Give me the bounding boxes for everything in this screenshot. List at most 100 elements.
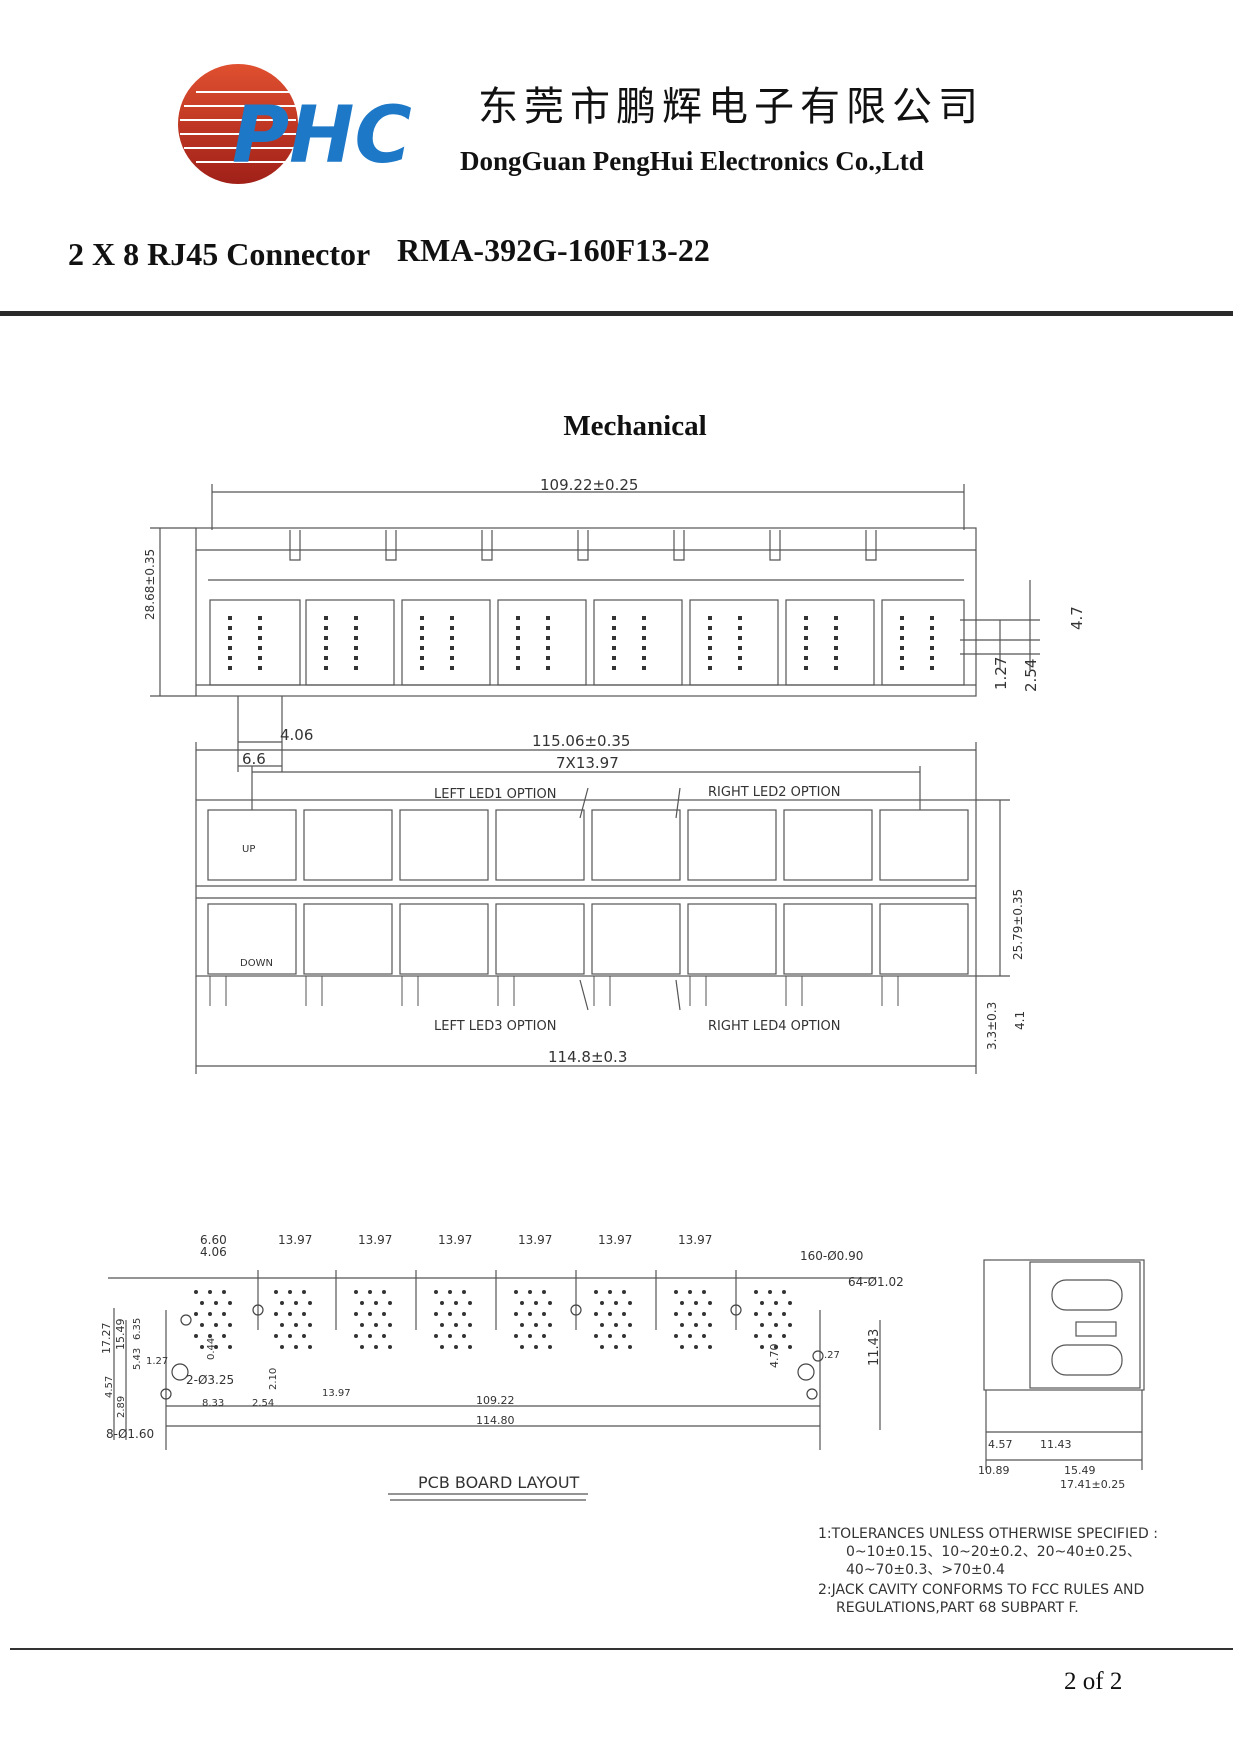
pcb-pin-hole: [302, 1312, 306, 1316]
pcb-pin-hole: [274, 1312, 278, 1316]
pcb-pin-hole: [434, 1334, 438, 1338]
front-contact: [546, 636, 550, 640]
pcb-pin-hole: [374, 1345, 378, 1349]
pcb-dim-543: 5.43: [132, 1348, 143, 1370]
pcb-pin-hole: [208, 1290, 212, 1294]
company-name-chinese: 东莞市鹏辉电子有限公司: [478, 84, 984, 130]
front-contact: [258, 626, 262, 630]
front-contact: [612, 626, 616, 630]
pcb-pin-hole: [708, 1301, 712, 1305]
front-contact: [516, 666, 520, 670]
front-dim-b: 6.6: [242, 750, 266, 768]
pcb-pin-hole: [674, 1290, 678, 1294]
pcb-pin-hole: [462, 1290, 466, 1294]
pcb-pin-hole: [200, 1301, 204, 1305]
pcb-dim-457: 4.57: [104, 1376, 115, 1398]
pcb-pin-hole: [288, 1312, 292, 1316]
front-contact: [450, 626, 454, 630]
front-contact: [900, 666, 904, 670]
pcb-pin-hole: [680, 1323, 684, 1327]
pcb-pin-hole: [440, 1345, 444, 1349]
pcb-pin-hole: [528, 1334, 532, 1338]
pcb-pin-hole: [534, 1301, 538, 1305]
pcb-pin-hole: [702, 1334, 706, 1338]
front-contact: [738, 656, 742, 660]
front-contact: [258, 636, 262, 640]
front-contact: [930, 616, 934, 620]
front-contact: [642, 626, 646, 630]
pcb-pin-hole: [754, 1334, 758, 1338]
pcb-dim-127: 1.27: [146, 1356, 168, 1367]
front-contact: [834, 626, 838, 630]
pcb-dim-406: 4.06: [200, 1245, 227, 1259]
pcb-pin-hole: [308, 1323, 312, 1327]
front-contact: [450, 666, 454, 670]
pcb-pin-hole: [214, 1301, 218, 1305]
front-contact: [516, 656, 520, 660]
pcb-pin-hole: [448, 1312, 452, 1316]
pcb-pin-hole: [708, 1345, 712, 1349]
pcb-pin-hole: [628, 1323, 632, 1327]
pcb-pin-hole: [468, 1301, 472, 1305]
pcb-pin-hole: [354, 1290, 358, 1294]
note-line-2: 0~10±0.15、10~20±0.2、20~40±0.25、: [846, 1544, 1141, 1560]
pcb-pin-hole: [542, 1312, 546, 1316]
front-contact: [228, 636, 232, 640]
pcb-pin-hole: [382, 1334, 386, 1338]
pcb-pin-hole: [228, 1323, 232, 1327]
front-contact: [930, 656, 934, 660]
pcb-pin-hole: [368, 1334, 372, 1338]
product-title: 2 X 8 RJ45 Connector: [68, 236, 371, 272]
footer-divider: [10, 1648, 1233, 1650]
pcb-pin-hole: [360, 1301, 364, 1305]
pcb-dim-10922: 109.22: [476, 1394, 515, 1407]
front-dim-height: 28.68±0.35: [143, 549, 157, 620]
front-contact: [228, 626, 232, 630]
pcb-pin-hole: [308, 1301, 312, 1305]
pcb-pin-hole: [768, 1290, 772, 1294]
pcb-pin-hole: [374, 1301, 378, 1305]
page-number: 2 of 2: [1064, 1668, 1123, 1695]
pcb-pin-hole: [694, 1301, 698, 1305]
pcb-pin-hole: [594, 1290, 598, 1294]
front-contact: [738, 666, 742, 670]
front-contact: [804, 666, 808, 670]
pcb-dim-660: 6.60: [200, 1233, 227, 1247]
front-contact: [708, 636, 712, 640]
pcb-dim-470: 4.70: [768, 1344, 781, 1369]
pcb-pin-hole: [760, 1345, 764, 1349]
pcb-pin-hole: [194, 1334, 198, 1338]
pcb-dim-1549: 15.49: [114, 1319, 127, 1351]
pcb-pin-hole: [774, 1301, 778, 1305]
pcb-pin-hole: [468, 1323, 472, 1327]
pcb-pin-hole: [194, 1312, 198, 1316]
pcb-pin-hole: [680, 1345, 684, 1349]
front-contact: [354, 626, 358, 630]
label-led1: LEFT LED1 OPTION: [434, 787, 556, 802]
pcb-pin-hole: [688, 1290, 692, 1294]
pcb-pin-hole: [782, 1312, 786, 1316]
pcb-hole-160: 160-Ø0.90: [800, 1249, 863, 1263]
pcb-pin-hole: [628, 1345, 632, 1349]
top-dim-overall: 115.06±0.35: [532, 732, 630, 750]
note-line-1: 1:TOLERANCES UNLESS OTHERWISE SPECIFIED …: [818, 1526, 1158, 1542]
front-contact: [420, 636, 424, 640]
pcb-pin-hole: [360, 1345, 364, 1349]
pcb-pin-hole: [280, 1345, 284, 1349]
front-contact: [516, 616, 520, 620]
pcb-pin-hole: [302, 1290, 306, 1294]
front-contact: [642, 666, 646, 670]
pcb-pin-hole: [760, 1323, 764, 1327]
pcb-dim-254: 2.54: [252, 1398, 274, 1409]
pcb-pin-hole: [214, 1345, 218, 1349]
pcb-pin-hole: [308, 1345, 312, 1349]
front-contact: [354, 636, 358, 640]
front-contact: [420, 616, 424, 620]
pcb-pin-hole: [462, 1334, 466, 1338]
pcb-pin-hole: [782, 1290, 786, 1294]
pcb-pin-hole: [542, 1334, 546, 1338]
header-divider: [0, 311, 1233, 316]
pcb-pitch-2: 13.97: [358, 1233, 392, 1247]
front-contact: [900, 656, 904, 660]
pcb-pin-hole: [528, 1290, 532, 1294]
